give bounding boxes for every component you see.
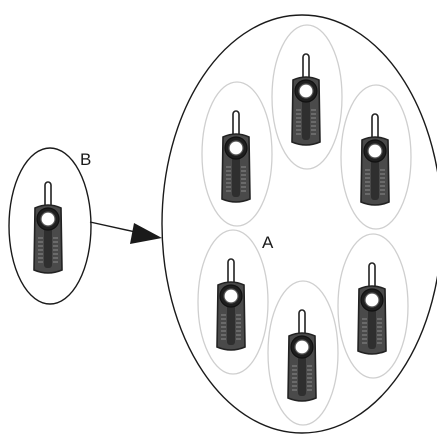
label-a: A: [262, 233, 274, 252]
group-device-bottom: [267, 280, 339, 426]
group-device-lower-right: [337, 233, 409, 379]
label-b: B: [80, 150, 91, 169]
group-device-upper-left: [201, 81, 273, 227]
group-device-lower-left: [197, 229, 269, 375]
group-device-top: [271, 24, 343, 170]
group-device-upper-right: [340, 84, 412, 230]
arrow-right-icon: [89, 221, 162, 244]
